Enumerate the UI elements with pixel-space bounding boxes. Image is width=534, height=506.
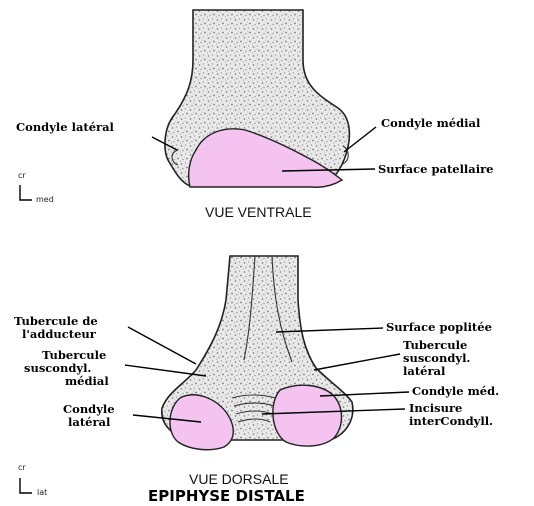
label-tubercule-sus-medial-3: médial	[65, 374, 109, 388]
label-incisure-2: interCondyll.	[409, 414, 493, 428]
label-condyle-lateral: Condyle latéral	[16, 120, 115, 134]
label-tubercule-sus-medial-1: Tubercule	[42, 348, 106, 362]
ventral-axis-cr: cr	[18, 171, 26, 180]
ventral-orientation-axis: cr med	[18, 171, 54, 204]
ventral-axis-med: med	[36, 195, 54, 204]
pointer-tubercule-sus-lateral	[314, 354, 400, 370]
label-tubercule-sus-lateral-1: Tubercule	[403, 338, 467, 352]
pointer-tubercule-adducteur	[128, 327, 196, 364]
label-condyle-lateral-dorsal-2: latéral	[68, 415, 111, 429]
dorsal-axis-lat: lat	[37, 488, 47, 497]
label-condyle-lateral-dorsal-1: Condyle	[63, 402, 115, 416]
pointer-tubercule-sus-medial	[125, 365, 206, 376]
label-condyle-med: Condyle méd.	[412, 384, 499, 398]
figure-title: EPIPHYSE DISTALE	[148, 487, 305, 505]
dorsal-axis-lines	[20, 478, 32, 493]
label-tubercule-adducteur-1: Tubercule de	[14, 314, 98, 328]
dorsal-orientation-axis: cr lat	[18, 463, 47, 497]
label-incisure-1: Incisure	[409, 401, 462, 415]
label-surface-poplitee: Surface poplitée	[386, 320, 492, 334]
ventral-axis-lines	[20, 185, 32, 200]
dorsal-medial-condyle	[273, 385, 342, 446]
ventral-caption: VUE VENTRALE	[205, 204, 312, 220]
dorsal-caption: VUE DORSALE	[189, 471, 289, 487]
label-tubercule-sus-lateral-3: latéral	[403, 364, 446, 378]
label-surface-patellaire: Surface patellaire	[378, 162, 494, 176]
label-condyle-medial: Condyle médial	[381, 116, 481, 130]
ventral-view: Condyle latéral Condyle médial Surface p…	[16, 10, 494, 220]
label-tubercule-sus-medial-2: suscondyl.	[24, 361, 91, 375]
label-tubercule-sus-lateral-2: suscondyl.	[403, 351, 470, 365]
dorsal-axis-cr: cr	[18, 463, 26, 472]
label-tubercule-adducteur-2: l'adducteur	[22, 327, 97, 341]
dorsal-view: Tubercule de l'adducteur Tubercule susco…	[14, 256, 499, 505]
